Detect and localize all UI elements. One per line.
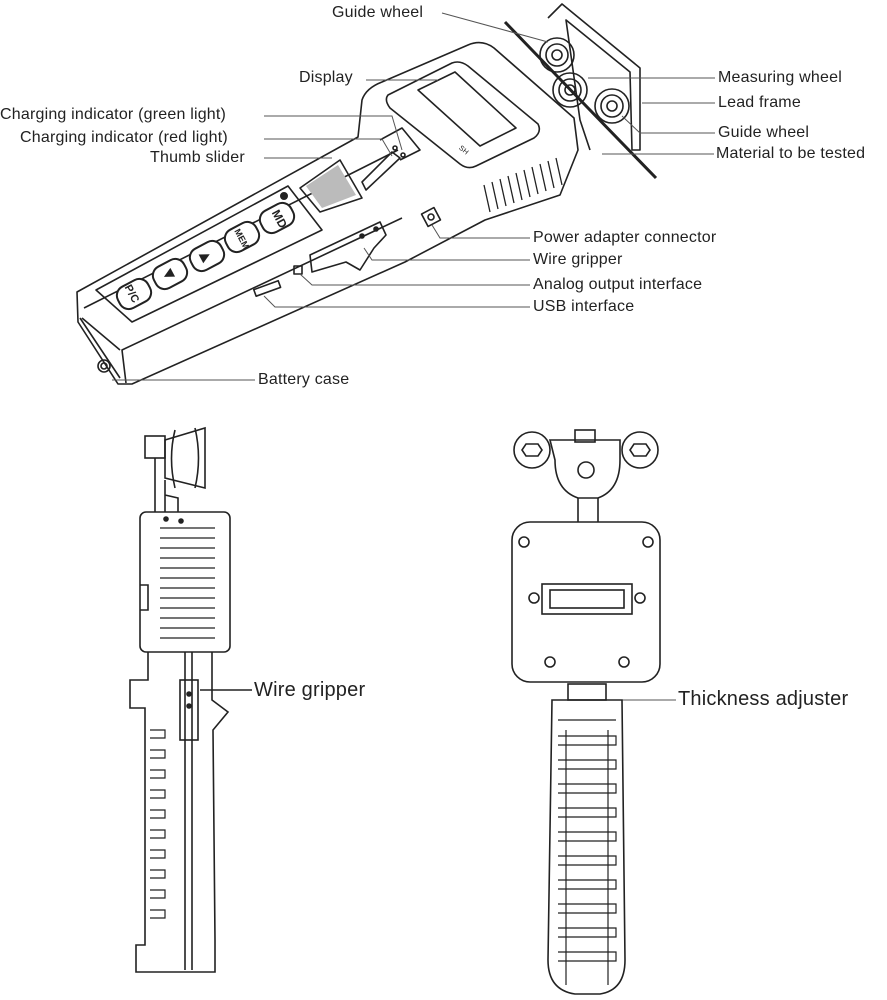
buttons bbox=[115, 192, 296, 311]
label-display: Display bbox=[299, 69, 353, 86]
label-charging-red: Charging indicator (red light) bbox=[20, 129, 228, 146]
button-panel bbox=[95, 185, 323, 323]
back-right-wheel bbox=[621, 431, 659, 469]
label-guide-wheel-bottom: Guide wheel bbox=[718, 124, 810, 141]
label-guide-wheel-top: Guide wheel bbox=[332, 4, 424, 21]
label-material: Material to be tested bbox=[716, 145, 866, 162]
wire-gripper-part bbox=[309, 221, 387, 273]
guide-wheel-bottom bbox=[594, 88, 630, 124]
label-analog-output: Analog output interface bbox=[533, 276, 703, 293]
label-thumb-slider: Thumb slider bbox=[150, 149, 245, 166]
label-charging-green: Charging indicator (green light) bbox=[0, 106, 227, 123]
thickness-adjuster bbox=[567, 683, 607, 701]
display-housing bbox=[385, 61, 541, 169]
grille-ribs-icon bbox=[483, 157, 563, 213]
back-left-wheel bbox=[513, 431, 551, 469]
back-handle bbox=[547, 699, 626, 995]
back-body bbox=[511, 521, 661, 683]
side-wire-gripper bbox=[179, 679, 199, 741]
measuring-wheel bbox=[552, 72, 588, 108]
label-battery-case: Battery case bbox=[258, 371, 350, 388]
device-body bbox=[76, 41, 579, 385]
label-power-adapter: Power adapter connector bbox=[533, 229, 717, 246]
label-wire-gripper: Wire gripper bbox=[533, 251, 623, 268]
back-view-device bbox=[511, 429, 661, 995]
usb-port bbox=[252, 279, 282, 298]
label-lead-frame: Lead frame bbox=[718, 94, 801, 111]
display-screen bbox=[417, 71, 517, 147]
leader-lines bbox=[112, 12, 715, 701]
guide-wheel-top bbox=[539, 37, 575, 73]
label-measuring-wheel: Measuring wheel bbox=[718, 69, 842, 86]
power-adapter-port bbox=[420, 206, 442, 228]
top-view-device bbox=[76, 3, 658, 385]
lead-frame bbox=[547, 3, 641, 151]
analog-port bbox=[293, 265, 303, 275]
label-side-wire-gripper: Wire gripper bbox=[254, 679, 366, 701]
side-view-device bbox=[129, 426, 231, 973]
side-handle bbox=[129, 652, 230, 973]
label-thickness-adjuster: Thickness adjuster bbox=[678, 688, 849, 710]
back-window bbox=[541, 583, 633, 615]
label-usb: USB interface bbox=[533, 298, 635, 315]
material-wire bbox=[503, 20, 658, 180]
thumb-slider bbox=[299, 159, 363, 213]
side-body bbox=[139, 511, 231, 653]
